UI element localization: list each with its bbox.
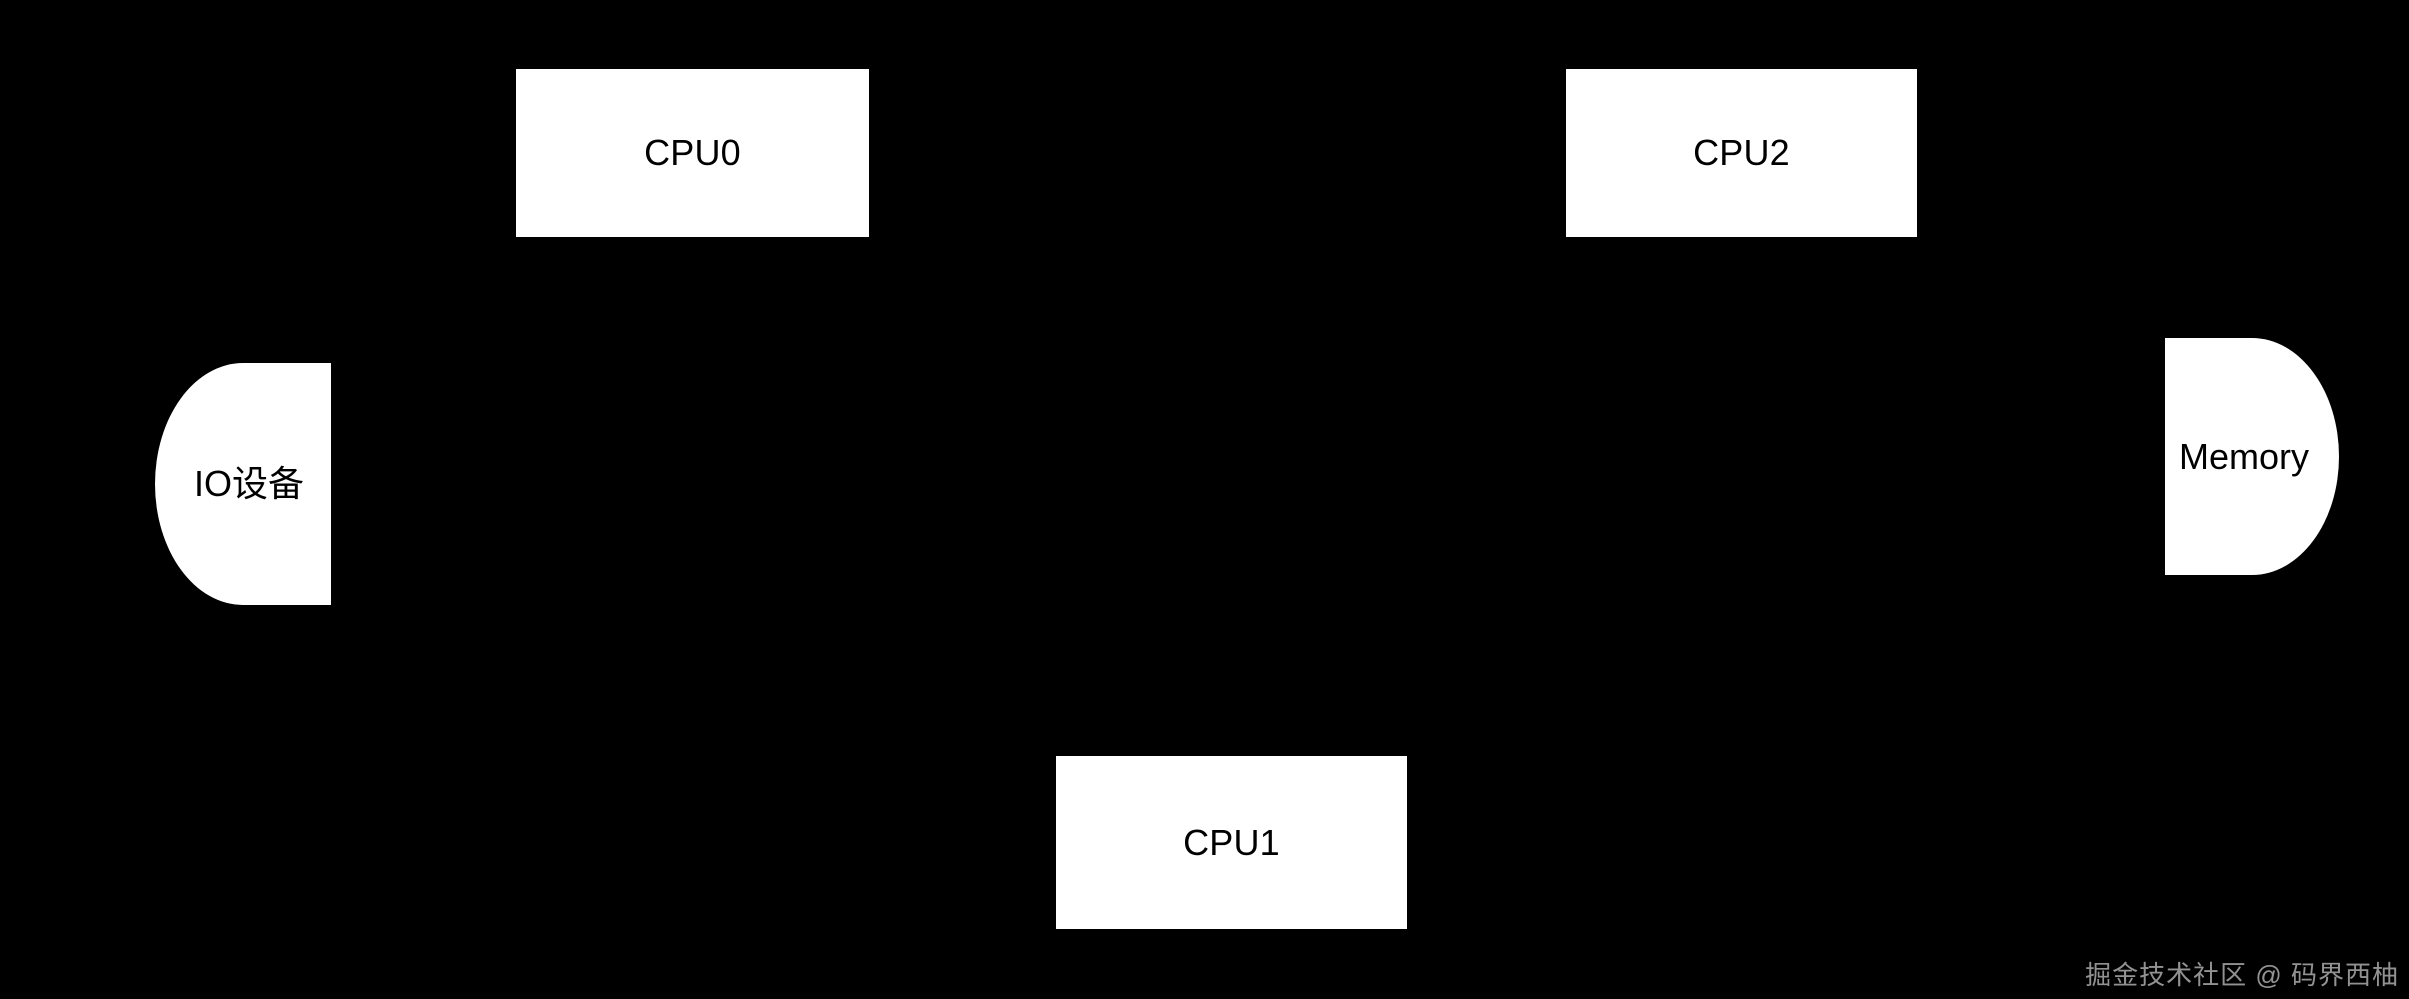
node-cpu2-label: CPU2 (1693, 132, 1790, 173)
node-cpu1-label: CPU1 (1183, 821, 1280, 863)
node-cpu1[interactable]: CPU1 (1055, 755, 1408, 930)
node-cpu0-label: CPU0 (644, 132, 741, 173)
node-memory[interactable]: Memory (2165, 338, 2339, 575)
node-io-device[interactable]: IO设备 (155, 363, 331, 605)
node-cpu2[interactable]: CPU2 (1565, 68, 1918, 238)
node-memory-label: Memory (2178, 435, 2309, 477)
node-io-device-label: IO设备 (193, 463, 304, 504)
node-cpu0[interactable]: CPU0 (515, 68, 870, 238)
watermark-text: 掘金技术社区 @ 码界西柚 (2085, 959, 2399, 990)
